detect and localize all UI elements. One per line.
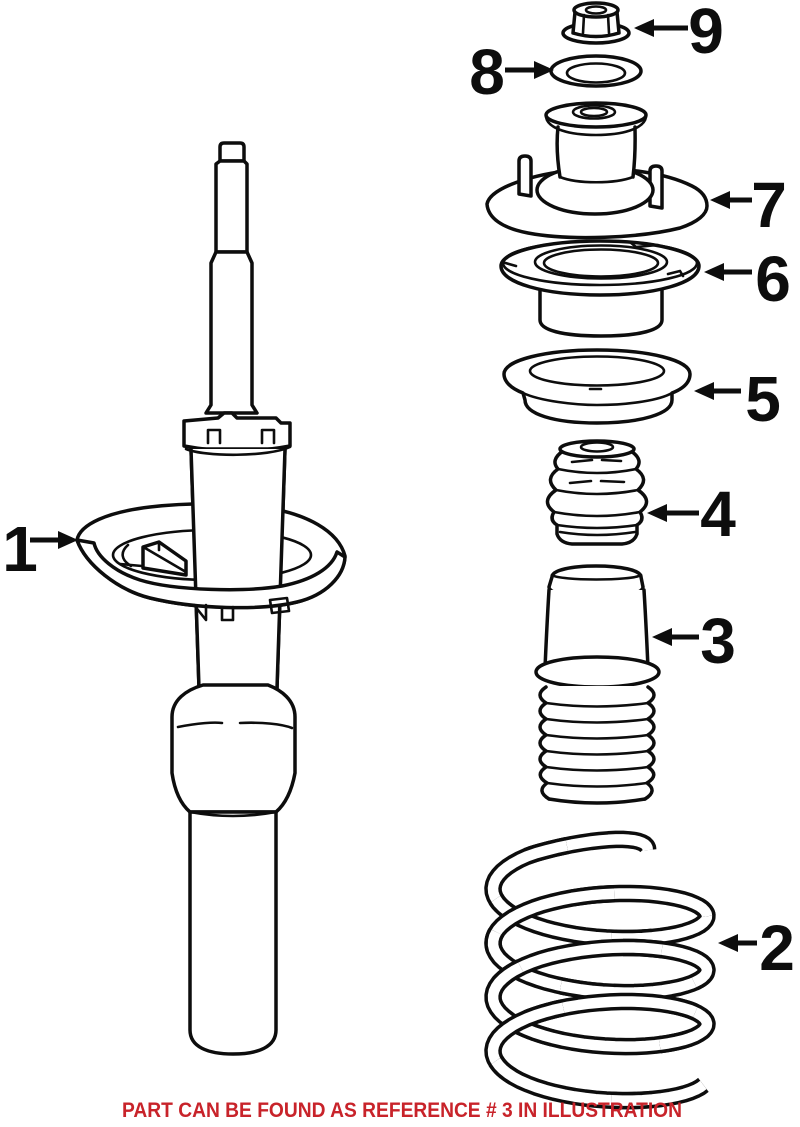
callout-label-8: 8 [469, 36, 505, 108]
callout-label-2: 2 [759, 912, 795, 984]
bump-stop-illustration [545, 439, 649, 546]
arrow-6-icon [704, 263, 752, 281]
callout-label-1: 1 [2, 513, 38, 585]
arrow-3-icon [652, 628, 699, 646]
callout-label-5: 5 [745, 363, 781, 435]
spring-seat-illustration [502, 348, 692, 425]
strut-illustration [75, 141, 347, 1056]
callout-labels: 1 2 3 4 5 6 7 8 9 [2, 0, 795, 984]
strut-mount-illustration [485, 101, 709, 240]
callout-label-9: 9 [688, 0, 724, 67]
callout-label-6: 6 [755, 243, 791, 315]
callout-label-4: 4 [700, 478, 736, 550]
arrow-1-icon [30, 531, 78, 549]
callout-label-7: 7 [751, 169, 787, 241]
flange-nut-illustration [561, 1, 631, 45]
arrow-8-icon [505, 61, 554, 79]
dust-boot-illustration [534, 564, 661, 805]
callout-label-3: 3 [700, 605, 736, 677]
reference-caption: PART CAN BE FOUND AS REFERENCE # 3 IN IL… [122, 1099, 682, 1122]
mount-bearing-illustration [499, 239, 701, 338]
arrow-5-icon [694, 382, 741, 400]
arrow-9-icon [634, 19, 688, 37]
coil-spring-illustration [484, 830, 716, 1110]
washer-illustration [549, 54, 643, 88]
arrow-7-icon [710, 191, 752, 209]
callout-arrows [30, 19, 757, 952]
arrow-2-icon [718, 934, 757, 952]
arrow-4-icon [647, 504, 699, 522]
